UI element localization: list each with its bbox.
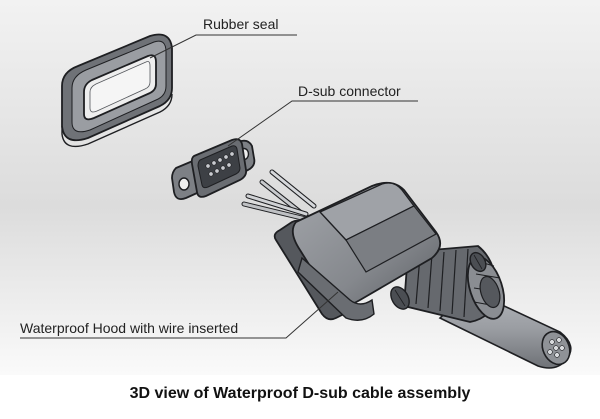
- waterproof-hood-label: Waterproof Hood with wire inserted: [20, 320, 239, 336]
- rubber-seal-label: Rubber seal: [203, 16, 279, 32]
- leader-lines: [20, 34, 418, 339]
- dsub-connector: [171, 138, 256, 201]
- leader-dsub-connector: [227, 100, 418, 147]
- figure-caption: 3D view of Waterproof D-sub cable assemb…: [129, 385, 471, 402]
- leader-rubber-seal: [149, 34, 297, 59]
- assembly-illustration: [0, 0, 600, 375]
- dsub-connector-label: D-sub connector: [298, 83, 401, 99]
- waterproof-hood: [273, 181, 487, 321]
- leader-hood: [20, 291, 339, 339]
- loose-wires: [241, 169, 317, 223]
- rubber-seal: [61, 33, 173, 148]
- hood-screws: [390, 251, 487, 310]
